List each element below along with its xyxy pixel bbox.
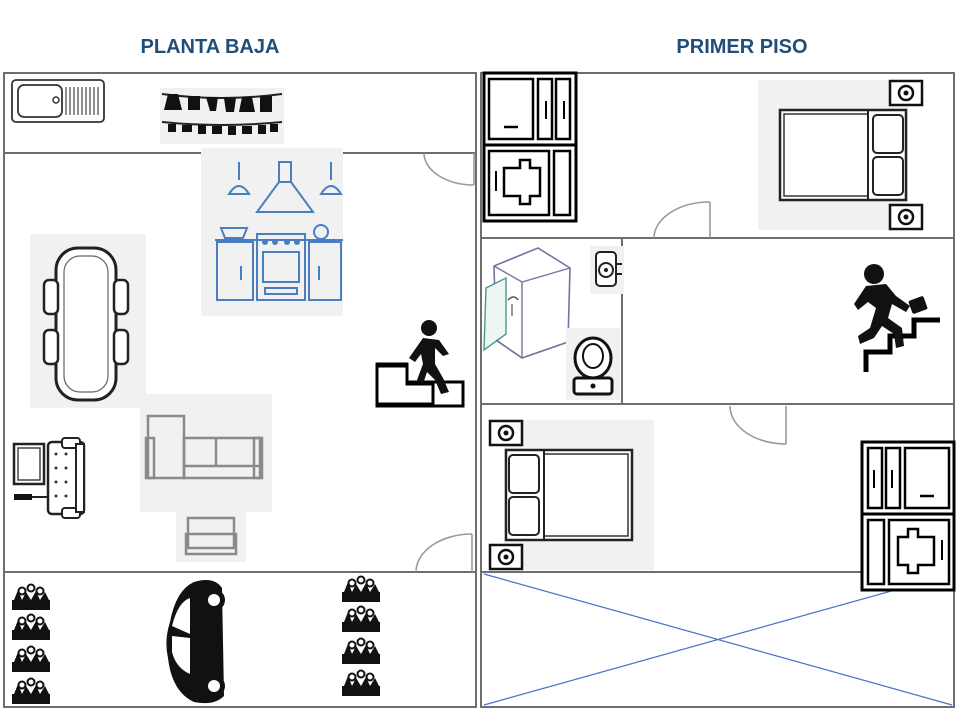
door-arc	[423, 152, 475, 186]
door-arc	[415, 533, 473, 573]
stairs-person-icon	[375, 320, 465, 408]
floor-title-primer-piso: PRIMER PISO	[676, 36, 808, 58]
clothesline-icon	[160, 88, 284, 144]
door-arc	[729, 405, 787, 445]
double-bed-icon	[756, 78, 924, 232]
armchair-icon	[176, 512, 246, 562]
car-icon	[166, 580, 225, 704]
flower-icon	[341, 575, 381, 603]
cross-line	[483, 573, 953, 706]
flower-icon	[341, 637, 381, 665]
wardrobe-icon	[482, 71, 578, 223]
tv-desk-icon	[12, 437, 86, 519]
ground-floor-outline	[3, 72, 477, 708]
washbasin-icon	[590, 246, 624, 294]
kitchen-stove-icon	[201, 148, 343, 316]
flower-icon	[341, 605, 381, 633]
double-bed-icon	[488, 418, 656, 572]
flower-icon	[11, 613, 51, 641]
flower-icon	[11, 583, 51, 611]
toilet-icon	[566, 328, 620, 400]
floor-title-planta-baja: PLANTA BAJA	[140, 36, 280, 58]
wardrobe-icon	[860, 440, 956, 592]
sofa-icon	[140, 394, 272, 512]
flower-icon	[11, 677, 51, 705]
flower-icon	[341, 669, 381, 697]
flower-icon	[11, 645, 51, 673]
dining-table-icon	[30, 234, 146, 408]
door-arc	[653, 201, 711, 239]
stairs-runner-icon	[854, 264, 940, 372]
sink-icon	[11, 79, 105, 123]
shower-icon	[483, 247, 571, 359]
first-floor-outline	[480, 72, 955, 708]
